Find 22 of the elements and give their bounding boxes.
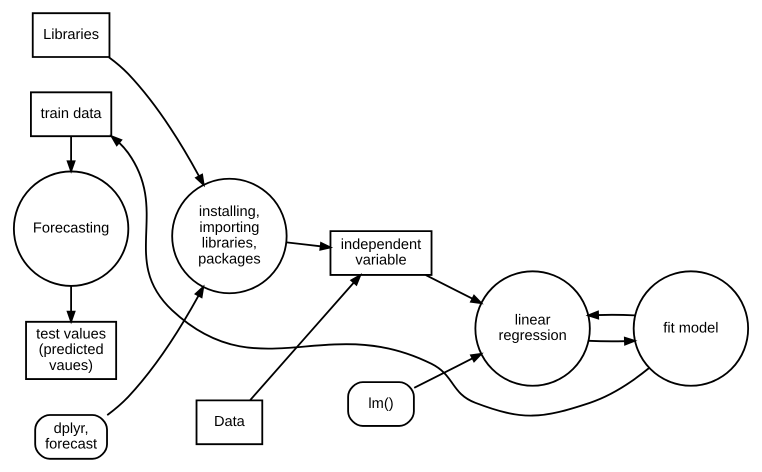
node-box: lm() [347, 381, 415, 427]
arrow [108, 56, 205, 188]
arrow [286, 241, 334, 251]
node-box: Libraries [32, 12, 110, 58]
node-box: Data [196, 399, 264, 446]
node-circle: fit model [632, 270, 750, 387]
arrow [106, 284, 205, 416]
arrow [110, 134, 650, 416]
arrow [414, 352, 484, 389]
node-box: train data [30, 91, 112, 138]
node-circle: installing, importing libraries, packages [171, 178, 288, 294]
arrow [588, 336, 638, 346]
arrow [66, 286, 76, 324]
node-circle: linear regression [474, 270, 591, 387]
arrow [586, 310, 635, 320]
node-box: test values (predicted vaues) [25, 320, 118, 380]
arrow [66, 136, 76, 174]
arrow [249, 273, 362, 401]
node-circle: Forecasting [12, 170, 130, 287]
node-box: independent variable [330, 230, 432, 276]
arrow [425, 274, 484, 304]
node-box: dplyr, forecast [34, 414, 108, 460]
